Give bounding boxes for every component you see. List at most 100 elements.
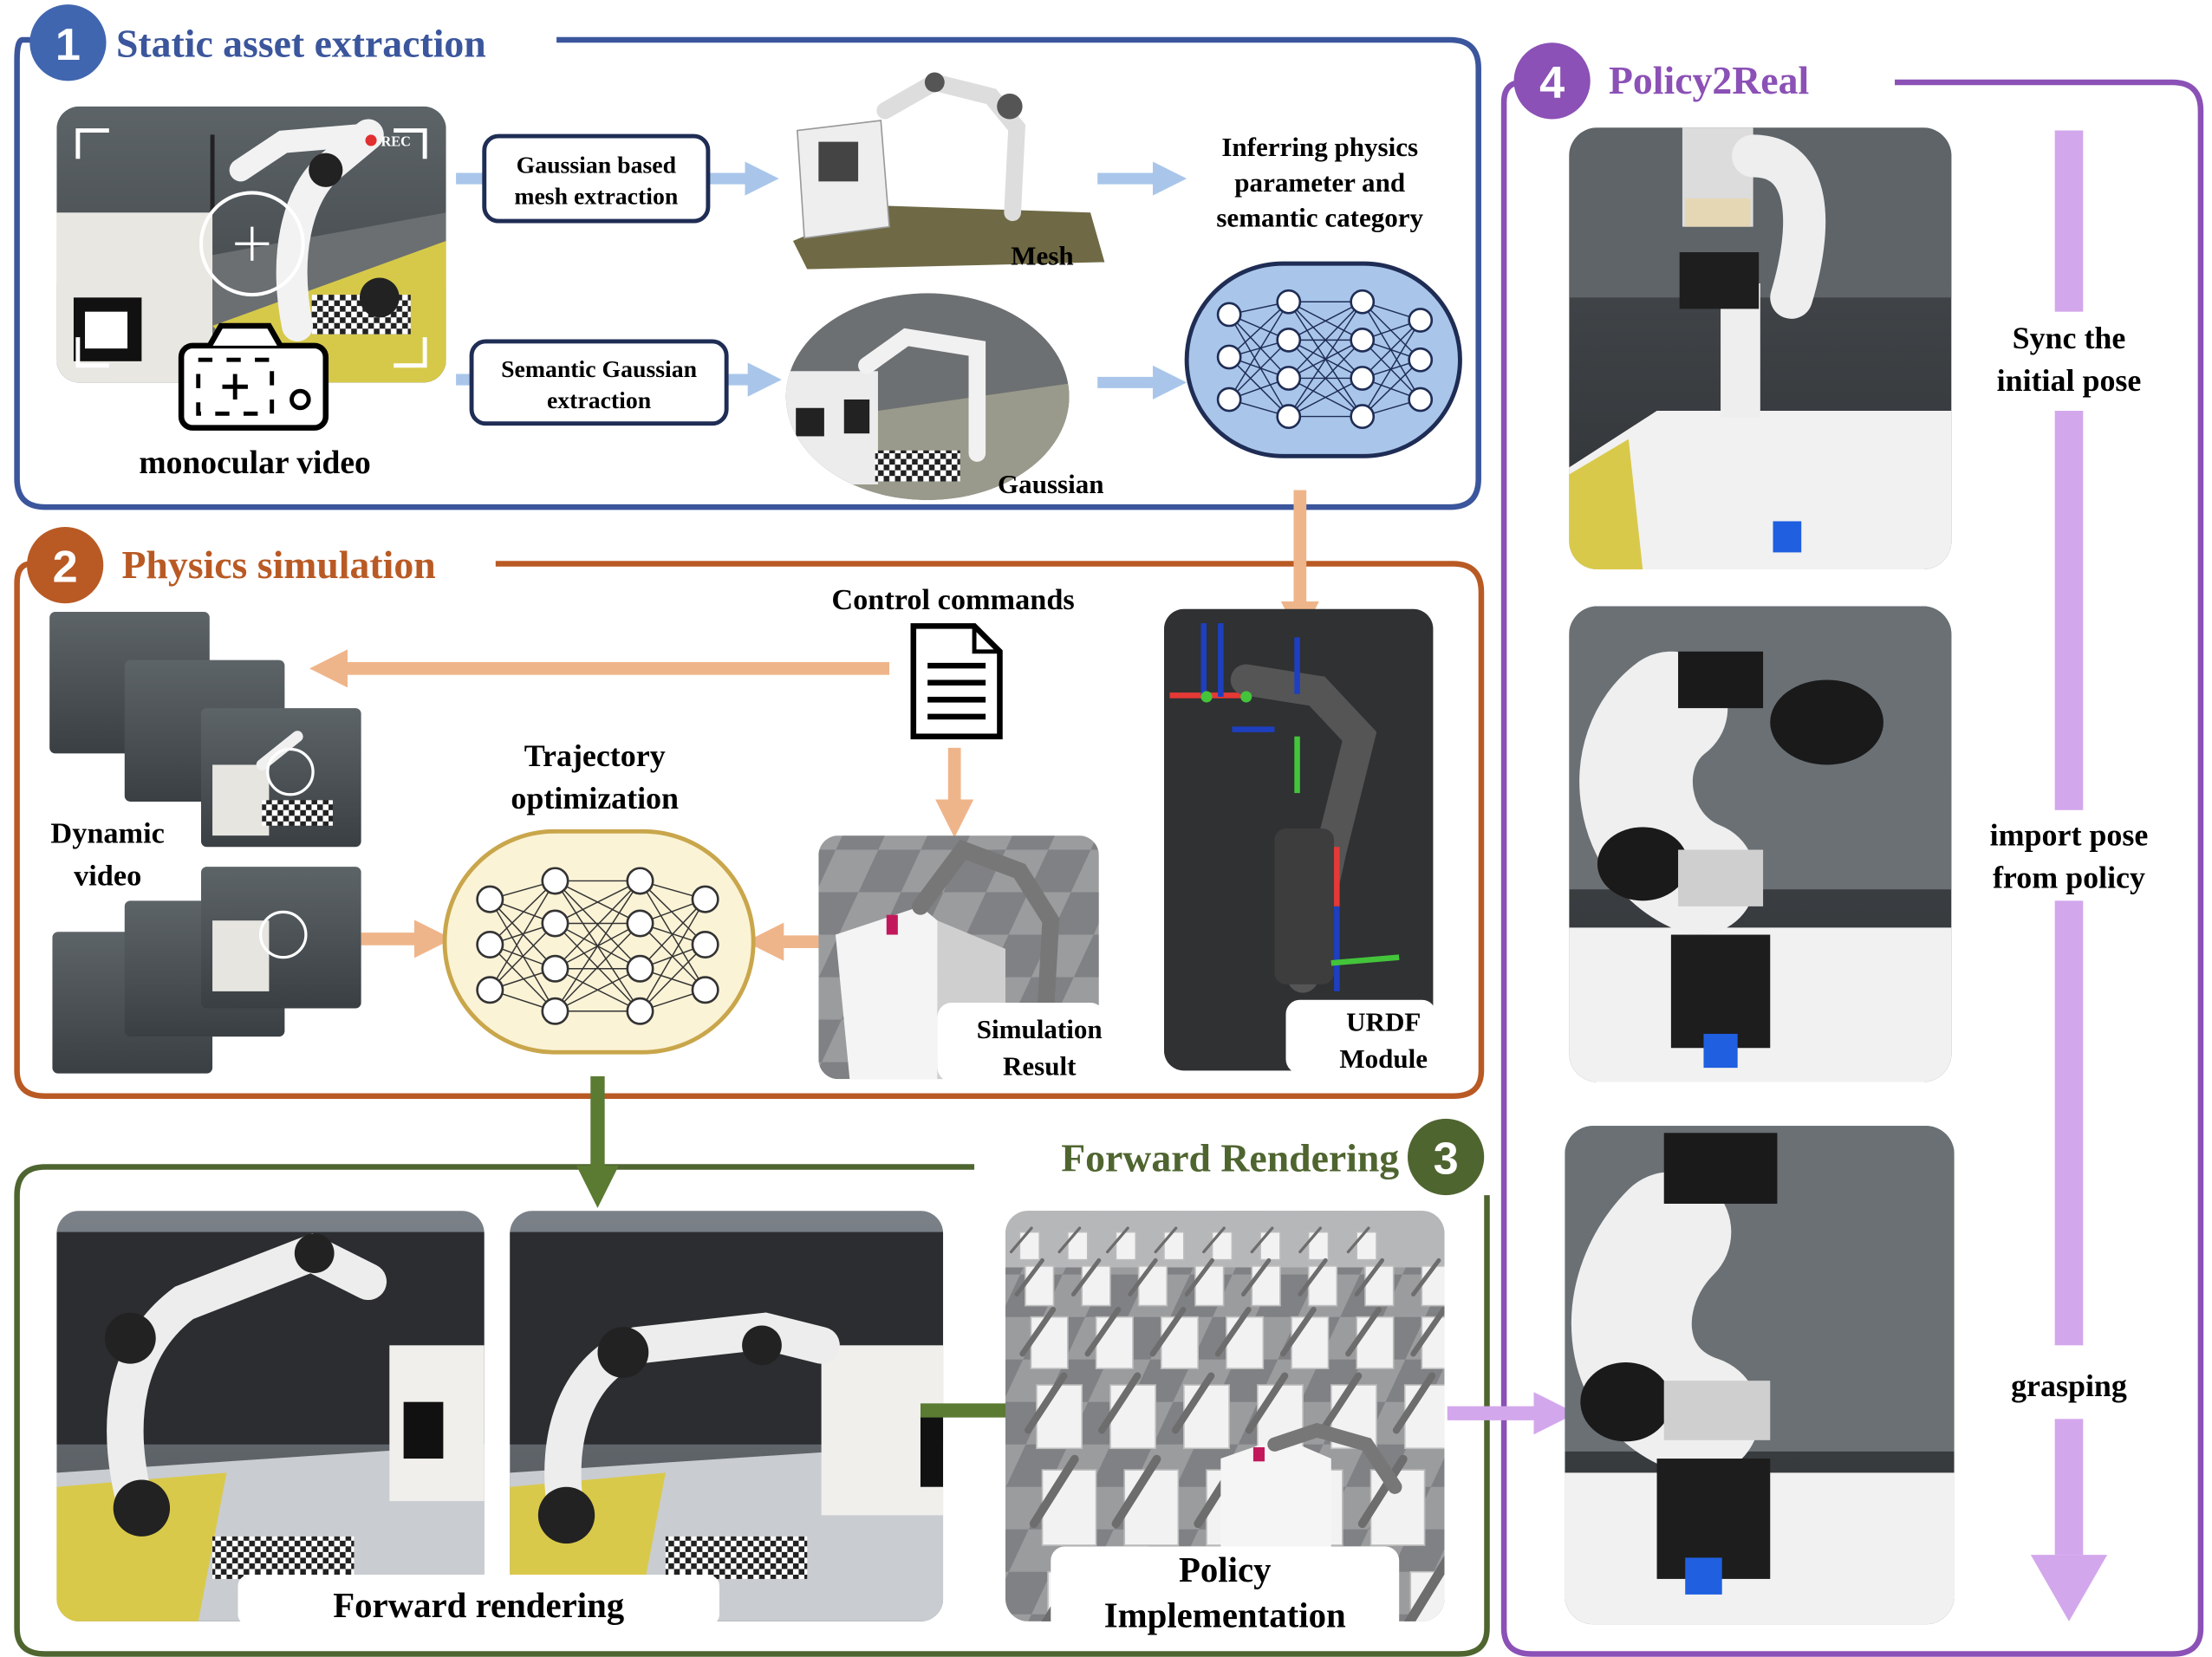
physics-network-edge [1288,301,1363,417]
physics-network-node [1408,347,1434,373]
trajectory-network-edge [555,968,641,1012]
sim-env-pedestal [1137,1265,1168,1307]
sim-env-pedestal [1194,1265,1225,1307]
sim-env-pedestal [1163,1231,1185,1261]
semantic-gaussian-label-1: Semantic Gaussian [501,356,698,383]
urdf-module-image [1163,608,1434,1071]
sim-env-arm [1070,1257,1102,1296]
sim-env-pedestal [1036,1384,1083,1450]
sim-env-pedestal [1211,1231,1233,1261]
sim-env-arm [1298,1257,1328,1296]
sim-env-arm [1014,1257,1044,1296]
sim-env-arm [1025,1372,1068,1434]
sim-env-arm [1396,1554,1445,1621]
physics-network-edge [1228,301,1290,358]
sim-env-arm [1171,1372,1215,1434]
sim-env-arm [1410,1306,1445,1357]
sim-env-arm [1128,1257,1158,1296]
physics-network-edge [1362,320,1422,417]
physics-network-node [1408,387,1434,413]
infer-label-2: parameter and [1234,167,1405,198]
sim-env-pedestal [1307,1265,1338,1307]
gaussian-mesh-box [482,133,711,224]
sim-env-pedestal [1421,1316,1445,1369]
trajectory-network-node [541,954,569,983]
sim-env-pedestal [1356,1231,1377,1261]
monocular-video-label: monocular video [139,445,370,481]
policy-label-box [1051,1546,1400,1634]
physics-network-edge [1288,301,1363,341]
gaussian-mesh-label-2: mesh extraction [514,183,678,210]
section1-title: Static asset extraction [116,22,486,66]
sim-env-arm [1318,1372,1363,1434]
control-commands-label: Control commands [831,583,1074,616]
forward-render-frame-2 [510,1211,944,1621]
forward-render-frame-1 [56,1211,485,1621]
sim-env-arm [1057,1226,1082,1254]
physics-network-node [1276,289,1302,315]
mesh-image [792,72,1105,270]
trajectory-network-edge [555,880,641,925]
sim-env-pedestal [1356,1316,1395,1369]
section4-frame [1500,79,2204,1657]
sim-env-arm [1392,1372,1436,1434]
section2-title: Physics simulation [122,543,436,587]
section4-badge [1513,42,1591,120]
simulation-label-2: Result [1003,1050,1077,1081]
trajectory-network-edge [639,880,706,945]
sim-env-pedestal [1123,1469,1180,1546]
physics-network-edge [1362,319,1422,379]
sim-env-pedestal [1041,1469,1097,1546]
physics-network-node [1276,366,1302,391]
gaussian-image [785,293,1070,500]
trajectory-optimization-network [442,828,756,1055]
sim-env-pedestal [1251,1265,1281,1307]
dynamic-video-frames [49,612,361,1074]
physics-network-edge [1288,301,1363,379]
physics-network-node [1350,404,1376,429]
section2-number: 2 [53,543,78,593]
gaussian-label: Gaussian [998,469,1103,499]
sim-env-arm [1298,1226,1322,1254]
sim-env-pedestal [1421,1265,1445,1307]
sim-env-arm [1279,1306,1317,1357]
trajectory-network-edge [554,880,641,1012]
trajectory-network-node [541,997,569,1025]
physics-inference-network [1184,261,1462,458]
physics-network-node [1216,387,1242,413]
trajectory-network-node [626,954,654,983]
trajectory-network-node [626,997,654,1025]
rec-dot [365,134,377,146]
sim-env-arm [1202,1226,1226,1254]
physics-network-edge [1228,339,1290,400]
sim-env-arm [1354,1257,1385,1296]
section4-number: 4 [1539,58,1565,108]
sim-env-pedestal [1291,1316,1330,1369]
sim-env-arm [1154,1226,1178,1254]
sim-env-arm [1345,1306,1382,1357]
physics-network-edge [1362,339,1422,400]
trajectory-network-node [541,867,569,895]
real-robot-photo-2 [1569,606,1952,1082]
simulation-label-1: Simulation [977,1014,1103,1044]
trajectory-network-node [691,885,719,913]
trajectory-network-edge [489,944,556,1012]
trajectory-network-edge [639,880,706,991]
section3-number: 3 [1434,1134,1459,1185]
physics-network-edge [1288,339,1363,418]
policy2real-timeline [2030,130,2108,1621]
document-icon [910,623,1003,740]
sim-env-pedestal [1095,1316,1134,1369]
import-label-2: from policy [1993,861,2145,895]
trajectory-network-node [541,909,569,938]
physics-network-edge [1228,356,1290,418]
sim-env-arm [1009,1226,1033,1254]
section4-title: Policy2Real [1609,58,1809,102]
sim-env-arm [1149,1306,1187,1357]
trajectory-network-edge [639,944,706,1012]
sim-env-pedestal [1115,1231,1137,1261]
sync-label-1: Sync the [2013,321,2126,355]
semantic-gaussian-label-2: extraction [547,387,652,414]
sim-env-arm [1098,1372,1142,1434]
